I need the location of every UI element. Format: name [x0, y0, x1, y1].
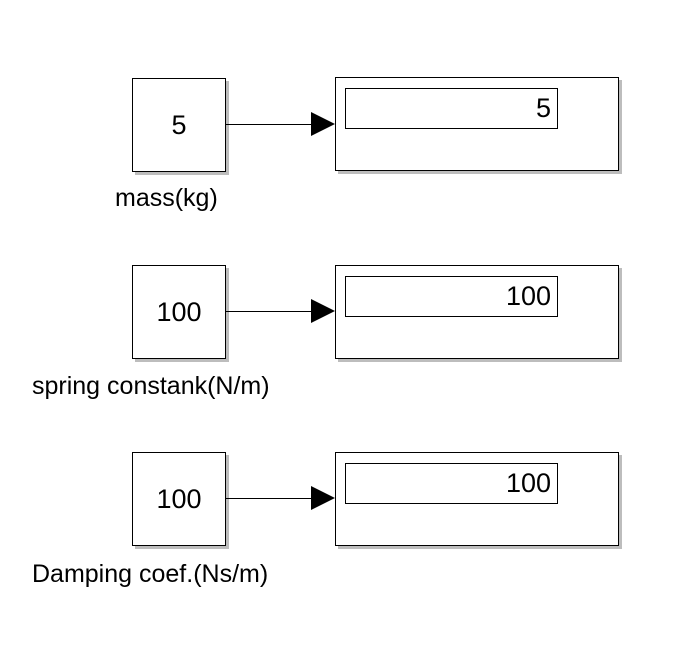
spring-signal-line[interactable]: [226, 311, 314, 312]
spring-display-block[interactable]: 100: [335, 265, 619, 359]
mass-signal-line[interactable]: [226, 124, 314, 125]
mass-display-field: 5: [345, 88, 558, 129]
mass-display-block[interactable]: 5: [335, 77, 619, 171]
mass-label[interactable]: mass(kg): [115, 184, 218, 212]
spring-label[interactable]: spring constank(N/m): [32, 372, 270, 400]
damping-signal-arrowhead: [311, 486, 335, 510]
damping-display-value: 100: [505, 468, 551, 498]
damping-signal-line[interactable]: [226, 498, 314, 499]
mass-signal-arrowhead: [311, 112, 335, 136]
mass-constant-value: 5: [171, 109, 187, 140]
spring-signal-arrowhead: [311, 299, 335, 323]
damping-display-field: 100: [345, 463, 558, 504]
damping-label[interactable]: Damping coef.(Ns/m): [32, 560, 269, 588]
spring-display-value: 100: [505, 281, 551, 311]
damping-display-block[interactable]: 100: [335, 452, 619, 546]
mass-display-value: 5: [535, 93, 551, 123]
spring-constant-block[interactable]: 100: [132, 265, 226, 359]
spring-constant-value: 100: [156, 296, 202, 327]
spring-display-field: 100: [345, 276, 558, 317]
mass-constant-block[interactable]: 5: [132, 78, 226, 172]
damping-constant-block[interactable]: 100: [132, 452, 226, 546]
damping-constant-value: 100: [156, 483, 202, 514]
